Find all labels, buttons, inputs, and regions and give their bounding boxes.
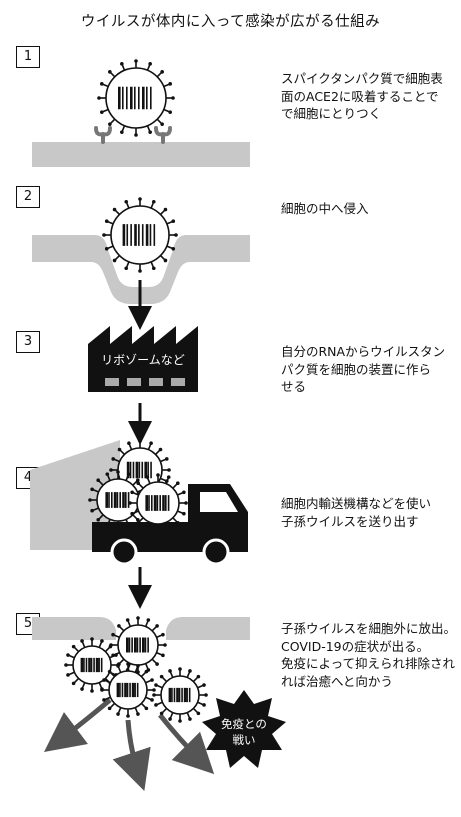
step-1-line-2: 面のACE2に吸着することで xyxy=(281,88,439,104)
burst-label-line-2: 戦い xyxy=(233,733,256,747)
step-1-line-3: で細胞にとりつく xyxy=(281,106,382,121)
ribosome-factory xyxy=(88,326,198,392)
cell-membrane-5 xyxy=(32,617,116,640)
virus-layer xyxy=(64,59,208,723)
cell-membrane-1 xyxy=(32,142,250,167)
step-2-line-1: 細胞の中へ侵入 xyxy=(281,201,369,216)
step-3-description: 自分のRNAからウイルスタン パク質を細胞の装置に作ら せる xyxy=(281,343,445,396)
step-number-1: 1 xyxy=(16,46,40,68)
truck-wheel-rear xyxy=(110,538,138,566)
factory-label: リボゾームなど xyxy=(101,353,185,367)
ace2-receptor-left xyxy=(94,126,112,144)
virus-released-left xyxy=(64,637,120,693)
factory-window-3 xyxy=(149,378,163,386)
virus-step-2 xyxy=(102,197,178,273)
step-5-line-2: COVID-19の症状が出る。 xyxy=(281,638,430,654)
virus-released-lower xyxy=(100,662,156,718)
factory-window-1 xyxy=(105,378,119,386)
step-3-line-2: パク質を細胞の装置に作ら xyxy=(281,361,432,377)
step-3-line-3: せる xyxy=(281,379,307,394)
virus-truck-right xyxy=(128,473,188,533)
step-2-description: 細胞の中へ侵入 xyxy=(281,200,369,218)
factory-window-4 xyxy=(171,378,185,386)
step-5-line-1: 子孫ウイルスを細胞外に放出。 xyxy=(281,621,457,636)
truck-window xyxy=(200,492,238,512)
page-title: ウイルスが体内に入って感染が広がる仕組み xyxy=(80,14,381,30)
step-5-description: 子孫ウイルスを細胞外に放出。 COVID-19の症状が出る。 免疫によって抑えら… xyxy=(281,620,456,690)
virus-released-center xyxy=(109,616,167,674)
cell-membrane-5-right xyxy=(166,617,250,640)
step-number-3: 3 xyxy=(16,331,40,353)
cell-membrane-2 xyxy=(32,235,250,304)
step-4-line-1: 細胞内輸送機構などを使い xyxy=(281,496,432,511)
truck-wheel-front xyxy=(202,538,230,566)
immune-burst xyxy=(202,690,286,768)
virus-step-1 xyxy=(97,59,175,137)
step-1-description: スパイクタンパク質で細胞表 面のACE2に吸着することで で細胞にとりつく xyxy=(281,70,443,123)
release-arrow-left xyxy=(44,698,112,753)
release-arrow-center xyxy=(112,719,151,791)
factory-window-2 xyxy=(127,378,141,386)
step-5-line-3: 免疫によって抑えられ排除され xyxy=(281,656,456,671)
step-3-line-1: 自分のRNAからウイルスタン xyxy=(281,344,446,359)
virus-released-right xyxy=(152,667,208,723)
ace2-receptor-right xyxy=(154,126,172,144)
step-number-2: 2 xyxy=(16,186,40,208)
step-4-line-2: 子孫ウイルスを送り出す xyxy=(281,513,419,529)
step-1-line-1: スパイクタンパク質で細胞表 xyxy=(281,71,443,86)
step-5-line-4: れば治癒へと向かう xyxy=(281,673,393,689)
burst-label-line-1: 免疫との xyxy=(221,717,267,731)
release-arrow-right xyxy=(158,713,215,775)
step-4-description: 細胞内輸送機構などを使い 子孫ウイルスを送り出す xyxy=(281,495,431,530)
